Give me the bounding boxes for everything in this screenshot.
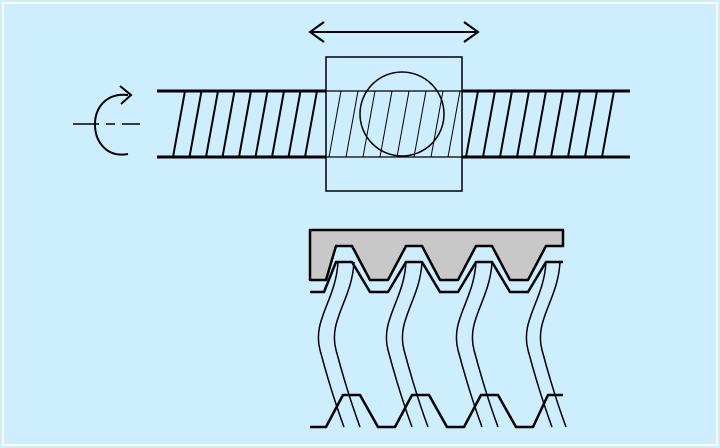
screw-thread-helix-lines [317, 261, 567, 428]
thread-line [271, 90, 285, 158]
thread-line [172, 90, 186, 158]
nut-thread-profile [308, 228, 565, 282]
thread-line [221, 90, 236, 158]
thread-line [601, 90, 615, 158]
ball-nut [325, 56, 463, 192]
thread-line [516, 90, 530, 158]
helix-line [471, 261, 499, 428]
helix-line [455, 261, 483, 428]
thread-line [205, 90, 219, 158]
thread-line [304, 90, 318, 158]
hidden-thread-line [396, 90, 410, 158]
thread-line [238, 90, 252, 158]
screw-thread-lines-right [465, 90, 615, 158]
rotation-arrow-icon [73, 85, 140, 156]
thread-line [550, 90, 564, 158]
thread-line [188, 90, 203, 158]
thread-line [482, 90, 496, 158]
hidden-thread-line [328, 90, 342, 158]
ball-circle [359, 71, 445, 157]
hidden-thread-line [362, 90, 376, 158]
thread-line [287, 90, 302, 158]
hidden-thread-line [413, 90, 427, 158]
thread-line [567, 90, 581, 158]
thread-line [584, 90, 598, 158]
screw-shaft [157, 89, 630, 159]
helix-line [401, 261, 429, 428]
helix-line [317, 261, 345, 428]
hidden-thread-lines [328, 90, 461, 158]
hidden-thread-line [345, 90, 359, 158]
thread-line [254, 90, 269, 158]
thread-line [465, 90, 479, 158]
double-headed-arrow-icon [308, 21, 480, 43]
screw-thread-profile [310, 260, 563, 429]
helix-line [385, 261, 413, 428]
hidden-thread-line [447, 90, 461, 158]
helix-line [525, 261, 553, 428]
thread-line [499, 90, 513, 158]
hidden-thread-line [379, 90, 393, 158]
screw-thread-lines-left [172, 90, 318, 158]
helix-line [539, 261, 567, 428]
thread-line [533, 90, 547, 158]
helix-line [333, 261, 361, 428]
hidden-thread-line [430, 90, 444, 158]
